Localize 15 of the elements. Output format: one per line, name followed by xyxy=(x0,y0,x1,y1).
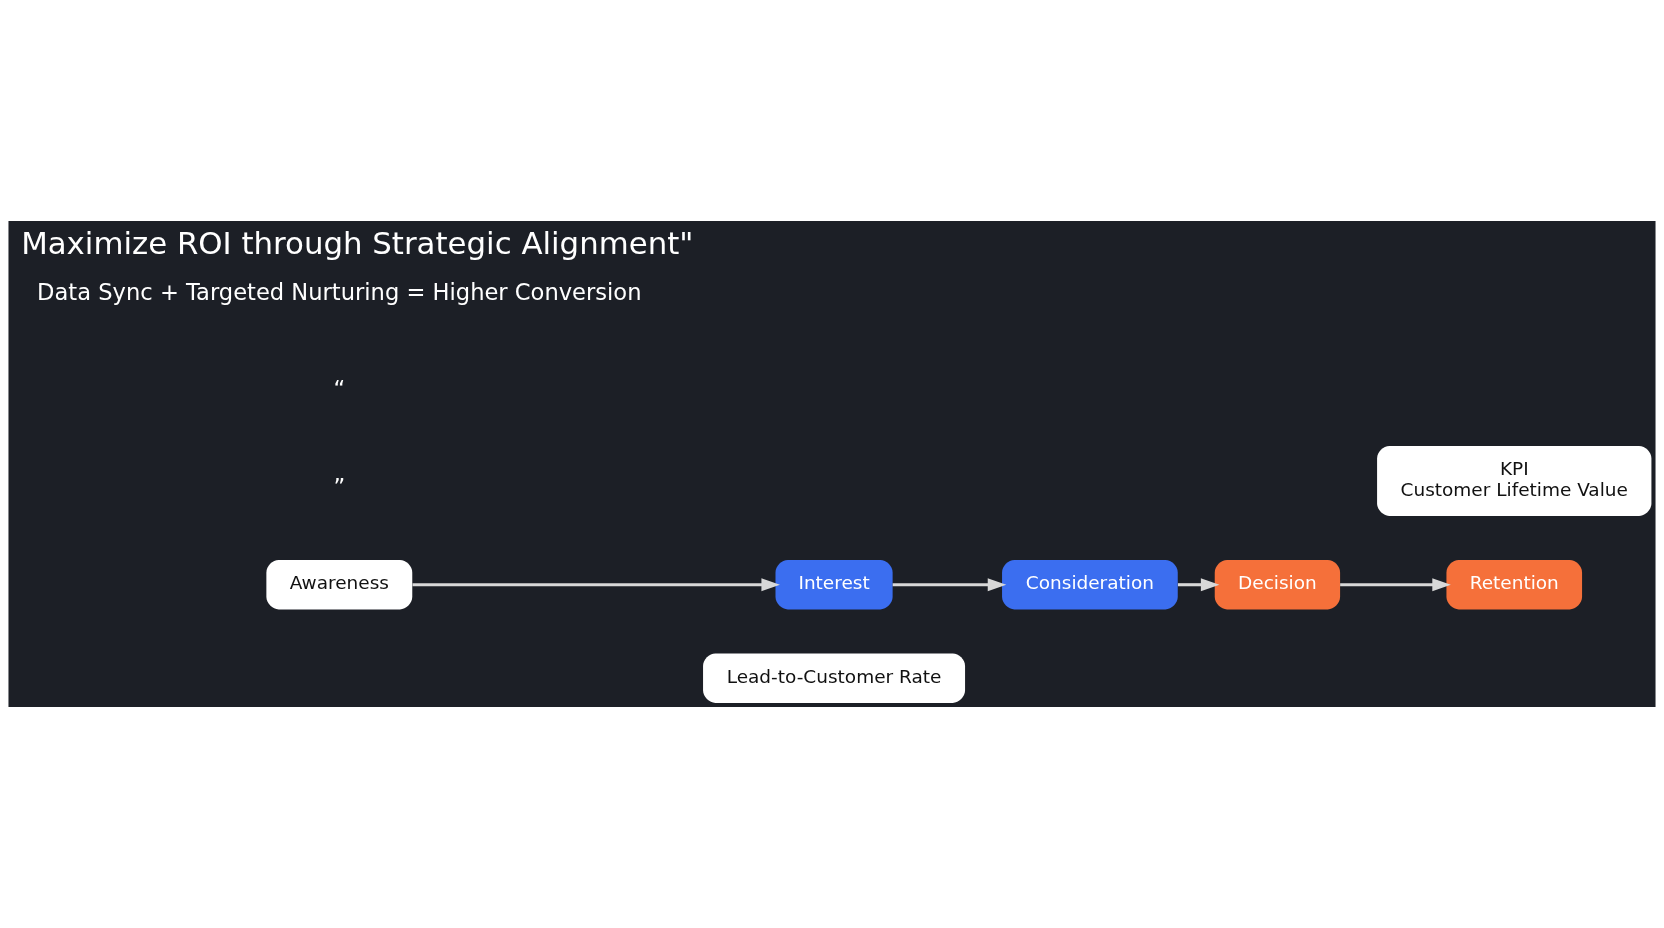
arrow xyxy=(892,578,1007,592)
arrow xyxy=(1177,578,1220,592)
diagram-title: Maximize ROI through Strategic Alignment" xyxy=(21,224,694,261)
arrow xyxy=(1340,578,1451,592)
label: “ xyxy=(333,376,346,403)
node-box: Lead-to-Customer Rate xyxy=(703,653,966,703)
node-box: Retention xyxy=(1446,560,1583,610)
node-box: Awareness xyxy=(266,560,413,610)
node-box: Decision xyxy=(1214,560,1341,610)
arrow xyxy=(412,578,780,592)
node-box: Consideration xyxy=(1002,560,1178,610)
label: ” xyxy=(333,473,346,500)
node-box: Interest xyxy=(775,560,893,610)
node-box: KPI Customer Lifetime Value xyxy=(1377,446,1652,516)
label: Data Sync + Targeted Nurturing = Higher Conversion xyxy=(37,278,642,305)
